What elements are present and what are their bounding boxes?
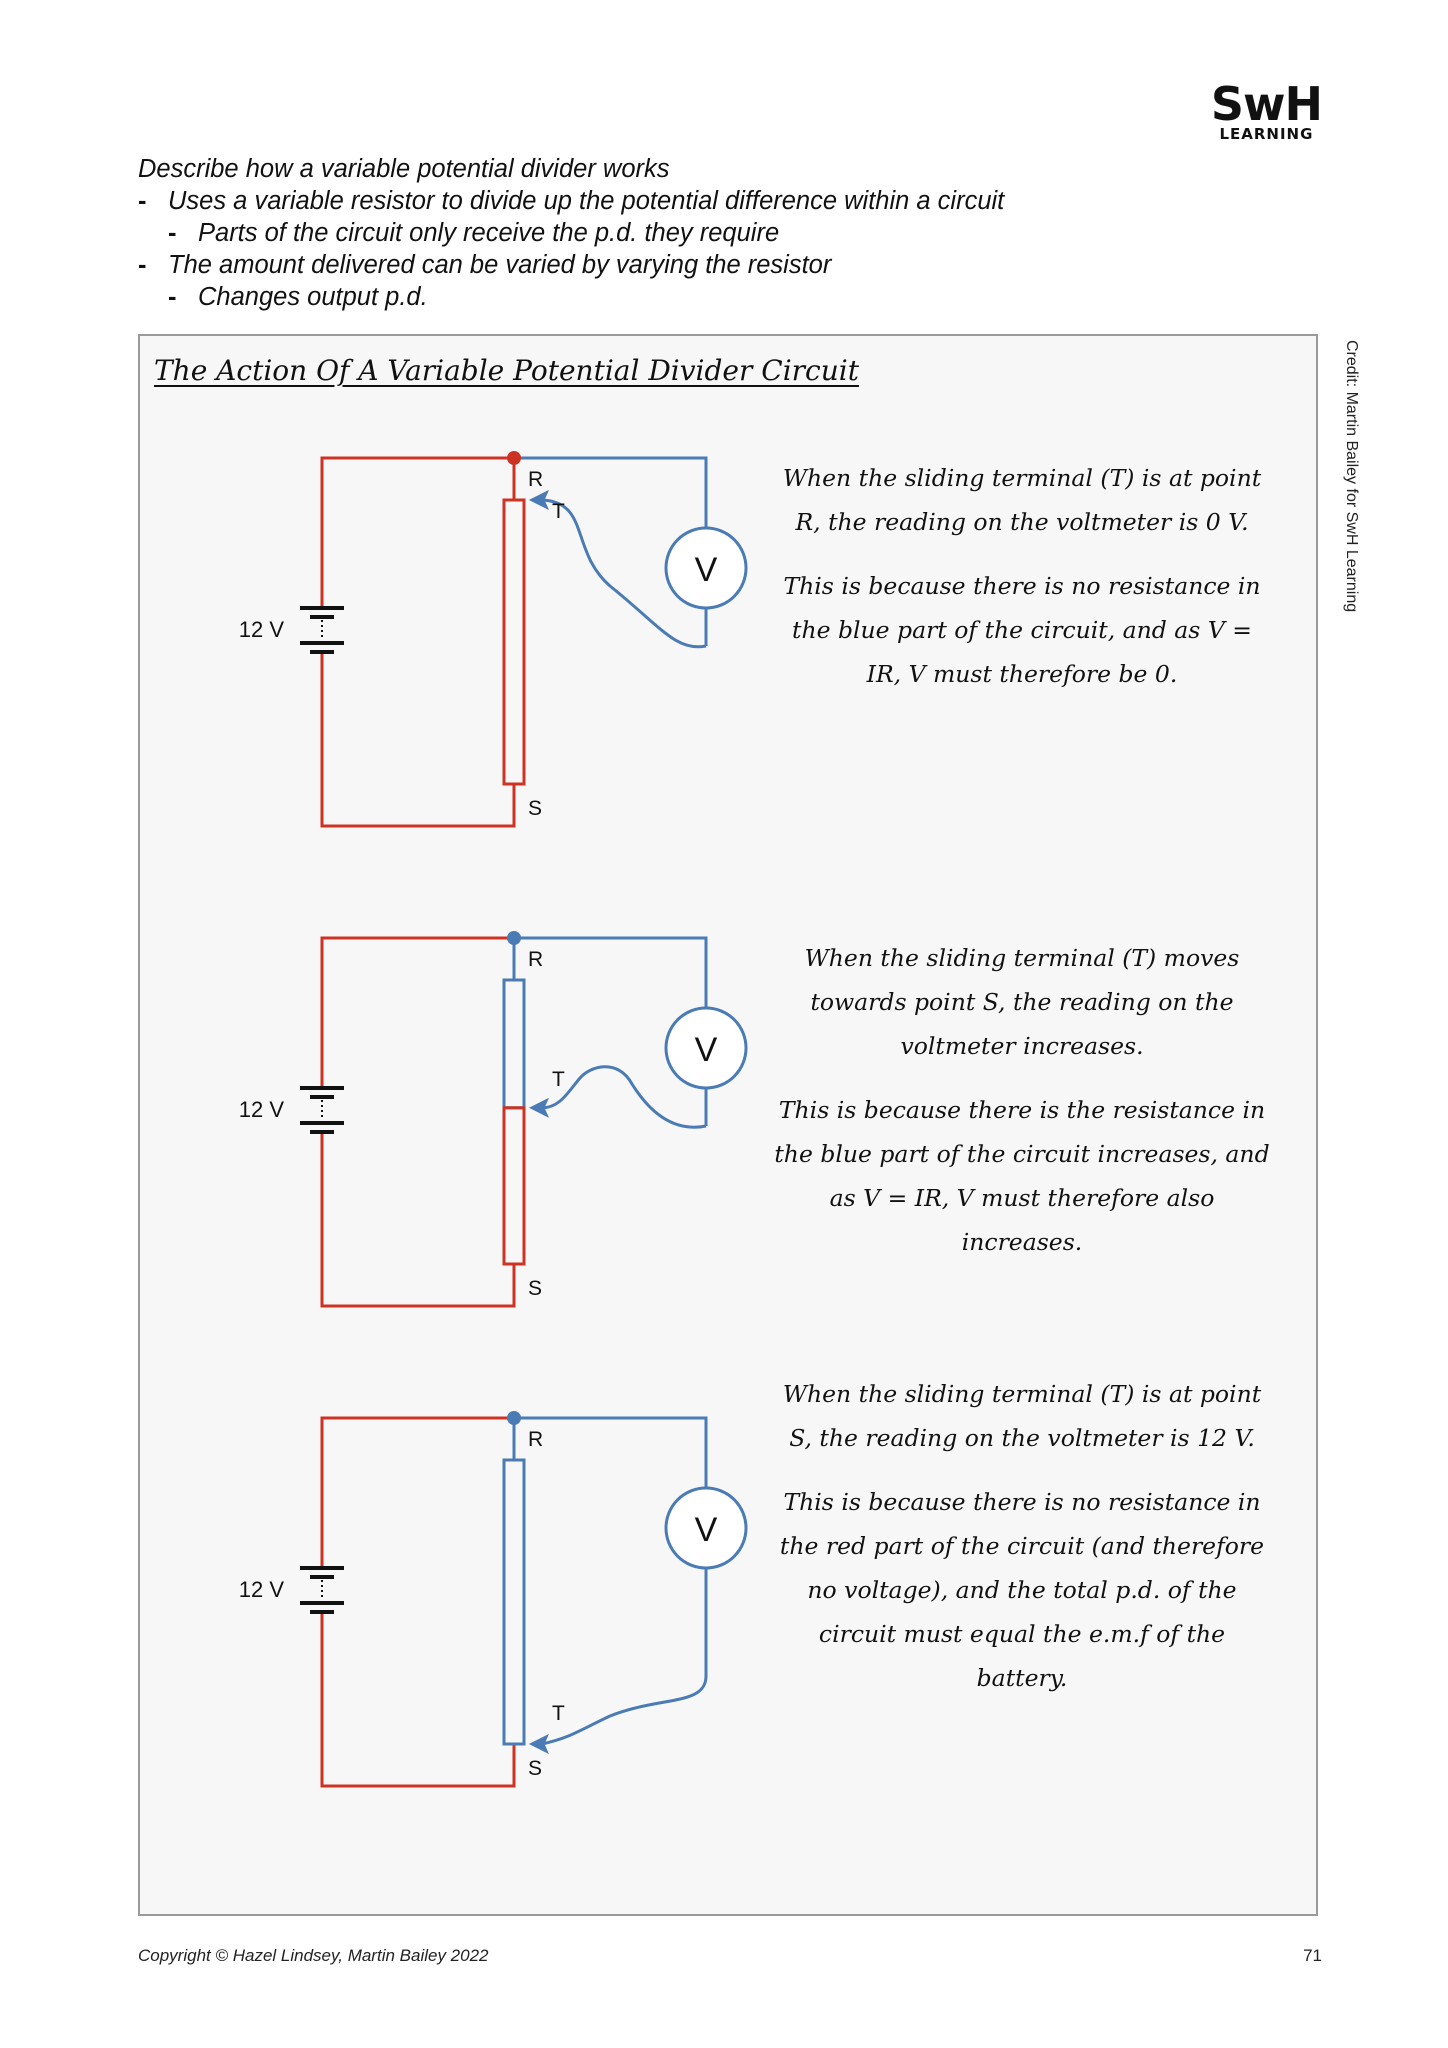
page-number: 71 bbox=[1303, 1946, 1322, 1965]
explanation-3-paragraph-1: When the sliding terminal (T) is at poin… bbox=[782, 1380, 1262, 1452]
voltmeter-label: V bbox=[695, 551, 718, 589]
explanation-3-paragraph-2: This is because there is no resistance i… bbox=[779, 1488, 1265, 1692]
bullet-dash: - bbox=[168, 283, 177, 311]
label-t: T bbox=[552, 500, 565, 523]
explanation-1-paragraph-2: This is because there is no resistance i… bbox=[783, 572, 1261, 688]
label-r: R bbox=[528, 1428, 543, 1451]
label-s: S bbox=[528, 1277, 542, 1300]
intro-point: -Uses a variable resistor to divide up t… bbox=[138, 185, 1004, 217]
footer-copyright: Copyright © Hazel Lindsey, Martin Bailey… bbox=[138, 1946, 489, 1965]
logo-wordmark: SwH bbox=[1210, 77, 1323, 131]
resistor-red-section bbox=[502, 1106, 526, 1266]
label-r: R bbox=[528, 468, 543, 491]
swh-logo: SwH LEARNING bbox=[1210, 77, 1323, 143]
explanation-2-paragraph-1: When the sliding terminal (T) moves towa… bbox=[804, 944, 1240, 1060]
label-r: R bbox=[528, 948, 543, 971]
wire-top-left bbox=[320, 456, 514, 608]
side-credit: Credit: Martin Bailey for SwH Learning bbox=[1338, 340, 1360, 640]
circuit-panel-2: 12 V V R S T bbox=[239, 931, 748, 1308]
junction-dot bbox=[507, 451, 521, 465]
junction-dot bbox=[507, 1411, 521, 1425]
bullet-dash: - bbox=[138, 251, 147, 279]
label-t: T bbox=[552, 1702, 565, 1725]
resistor-blue-section bbox=[502, 1458, 526, 1746]
voltmeter-label: V bbox=[695, 1511, 718, 1549]
slider-lead bbox=[541, 1065, 707, 1129]
wire-bottom bbox=[320, 652, 516, 828]
slider-arrow-icon bbox=[528, 1733, 550, 1755]
explanation-3: When the sliding terminal (T) is at poin… bbox=[772, 1372, 1272, 1720]
label-s: S bbox=[528, 1757, 542, 1780]
slider-lead bbox=[541, 498, 707, 649]
explanation-1: When the sliding terminal (T) is at poin… bbox=[772, 456, 1272, 716]
wire-to-voltmeter bbox=[514, 1416, 708, 1488]
battery-label: 12 V bbox=[239, 1097, 285, 1122]
wire-to-voltmeter bbox=[514, 936, 708, 1008]
intro-heading: Describe how a variable potential divide… bbox=[138, 155, 670, 183]
wire-top-left bbox=[320, 936, 514, 1088]
circuit-diagrams: 12 V V R S T 12 V V R S T 12 V V R S T bbox=[239, 451, 748, 1788]
circuit-panel-3: 12 V V R S T bbox=[239, 1411, 748, 1788]
intro-subpoint-text: Changes output p.d. bbox=[198, 283, 428, 311]
explanation-1-paragraph-1: When the sliding terminal (T) is at poin… bbox=[782, 464, 1262, 536]
voltmeter-label: V bbox=[695, 1031, 718, 1069]
intro-subpoint: -Changes output p.d. bbox=[138, 281, 1004, 313]
explanation-2-paragraph-2: This is because there is the resistance … bbox=[774, 1096, 1270, 1256]
diagram-title: The Action Of A Variable Potential Divid… bbox=[154, 354, 859, 387]
wire-to-voltmeter bbox=[514, 456, 708, 528]
slider-lead bbox=[541, 1675, 708, 1746]
bullet-dash: - bbox=[168, 219, 177, 247]
diagram-panel: The Action Of A Variable Potential Divid… bbox=[138, 334, 1318, 1916]
battery-label: 12 V bbox=[239, 617, 285, 642]
intro-subpoint: -Parts of the circuit only receive the p… bbox=[138, 217, 1004, 249]
intro-subpoint-text: Parts of the circuit only receive the p.… bbox=[198, 219, 780, 247]
bullet-dash: - bbox=[138, 187, 147, 215]
side-credit-text: Credit: Martin Bailey for SwH Learning bbox=[1343, 340, 1360, 613]
wire-bottom bbox=[320, 1612, 516, 1788]
circuit-panel-1: 12 V V R S T bbox=[239, 451, 748, 828]
wire-top-left bbox=[320, 1416, 514, 1568]
label-t: T bbox=[552, 1068, 565, 1091]
intro-point-text: The amount delivered can be varied by va… bbox=[168, 251, 832, 279]
label-s: S bbox=[528, 797, 542, 820]
intro-point-text: Uses a variable resistor to divide up th… bbox=[168, 187, 1005, 215]
explanation-2: When the sliding terminal (T) moves towa… bbox=[772, 936, 1272, 1284]
intro-point: -The amount delivered can be varied by v… bbox=[138, 249, 1004, 281]
wire-bottom bbox=[320, 1132, 516, 1308]
logo-subtitle: LEARNING bbox=[1219, 125, 1314, 143]
resistor-red-section bbox=[502, 498, 526, 786]
slider-arrow-icon bbox=[528, 489, 550, 511]
junction-dot bbox=[507, 931, 521, 945]
battery-label: 12 V bbox=[239, 1577, 285, 1602]
resistor-blue-section bbox=[502, 978, 526, 1110]
intro-section: Describe how a variable potential divide… bbox=[138, 153, 1004, 313]
slider-arrow-icon bbox=[528, 1097, 550, 1118]
